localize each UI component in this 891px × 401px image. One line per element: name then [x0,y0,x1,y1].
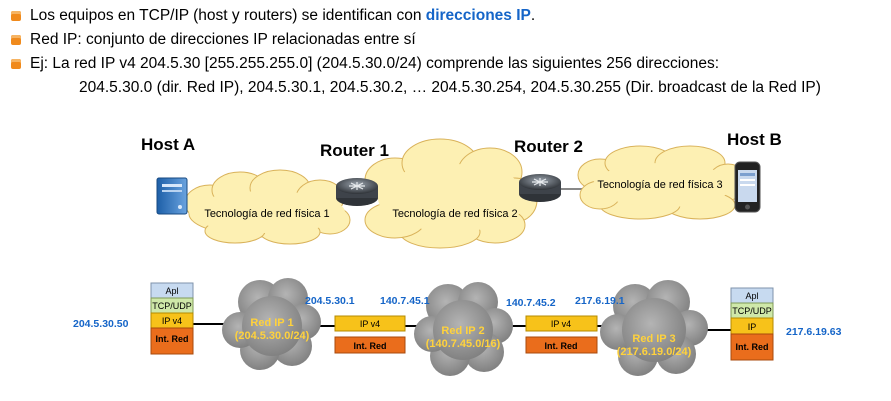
host-a-label: Host A [141,135,195,154]
bullet-1-text: Los equipos en TCP/IP (host y routers) s… [30,7,426,24]
router-2-icon [519,174,561,202]
addr-router-2-right: 217.6.19.1 [575,295,625,307]
host-a-layer-transport: TCP/UDP [152,301,192,311]
router-1-label: Router 1 [320,141,389,160]
physical-cloud-1 [184,169,351,245]
host-b-label: Host B [727,130,782,149]
host-b-protocol-stack [730,287,774,361]
addr-router-1-left: 204.5.30.1 [305,295,355,307]
ip-network-1-name: Red IP 1 [250,317,293,329]
router-2-protocol-stack [525,315,598,354]
bullet-list: Los equipos en TCP/IP (host y routers) s… [8,4,888,100]
host-b-phone-icon [734,161,761,213]
ip-network-2-cloud [414,282,513,376]
bullet-1-highlight: direcciones IP [425,7,531,24]
host-a-protocol-stack [150,282,194,355]
host-b-layer-link: Int. Red [736,342,769,352]
ip-network-3-prefix: (217.6.19.0/24) [617,346,692,358]
ip-network-3-name: Red IP 3 [632,333,675,345]
router-1-protocol-stack [334,315,406,354]
router-1-layer-link: Int. Red [354,341,387,351]
bullet-3: Ej: La red IP v4 204.5.30 [255.255.255.0… [8,52,888,76]
bullet-3-text: Ej: La red IP v4 204.5.30 [255.255.255.0… [30,55,720,72]
physical-cloud-2-label: Tecnología de red física 2 [392,208,517,220]
router-2-layer-ip: IP v4 [551,319,571,329]
physical-cloud-1-label: Tecnología de red física 1 [204,208,329,220]
bullet-square-icon [11,11,21,21]
bullet-2: Red IP: conjunto de direcciones IP relac… [8,28,888,52]
ip-network-3-cloud [600,280,708,376]
ip-network-2-name: Red IP 2 [441,325,484,337]
bullet-2-text: Red IP: conjunto de direcciones IP relac… [30,31,416,48]
addr-host-a: 204.5.30.50 [73,318,129,330]
host-a-link-text: Int. Red [156,334,189,344]
host-b-layer-app: Apl [745,291,758,301]
bullet-1-end: . [530,7,536,24]
router-1-icon [336,178,378,206]
addr-host-b: 217.6.19.63 [786,326,842,338]
host-b-layer-ip: IP [748,322,757,332]
ip-network-1-prefix: (204.5.30.0/24) [235,330,310,342]
bullet-3-continuation: 204.5.30.0 (dir. Red IP), 204.5.30.1, 20… [79,79,821,96]
physical-cloud-2 [364,138,538,249]
addr-router-2-left: 140.7.45.2 [506,297,556,309]
host-a-computer-icon [156,177,188,215]
router-2-layer-link: Int. Red [545,341,578,351]
bullet-square-icon [11,59,21,69]
physical-cloud-3-label: Tecnología de red física 3 [597,179,722,191]
addr-router-1-right: 140.7.45.1 [380,295,430,307]
bullet-1: Los equipos en TCP/IP (host y routers) s… [8,4,888,28]
host-b-layer-transport: TCP/UDP [732,306,772,316]
router-1-layer-ip: IP v4 [360,319,380,329]
ip-network-1-cloud [222,278,321,370]
bullet-square-icon [11,35,21,45]
host-a-layer-app: Apl [165,286,178,296]
host-a-layer-link: Int. Red [156,334,189,344]
host-a-layer-ip: IP v4 [162,316,182,326]
router-2-label: Router 2 [514,137,583,156]
ip-network-2-prefix: (140.7.45.0/16) [426,338,501,350]
